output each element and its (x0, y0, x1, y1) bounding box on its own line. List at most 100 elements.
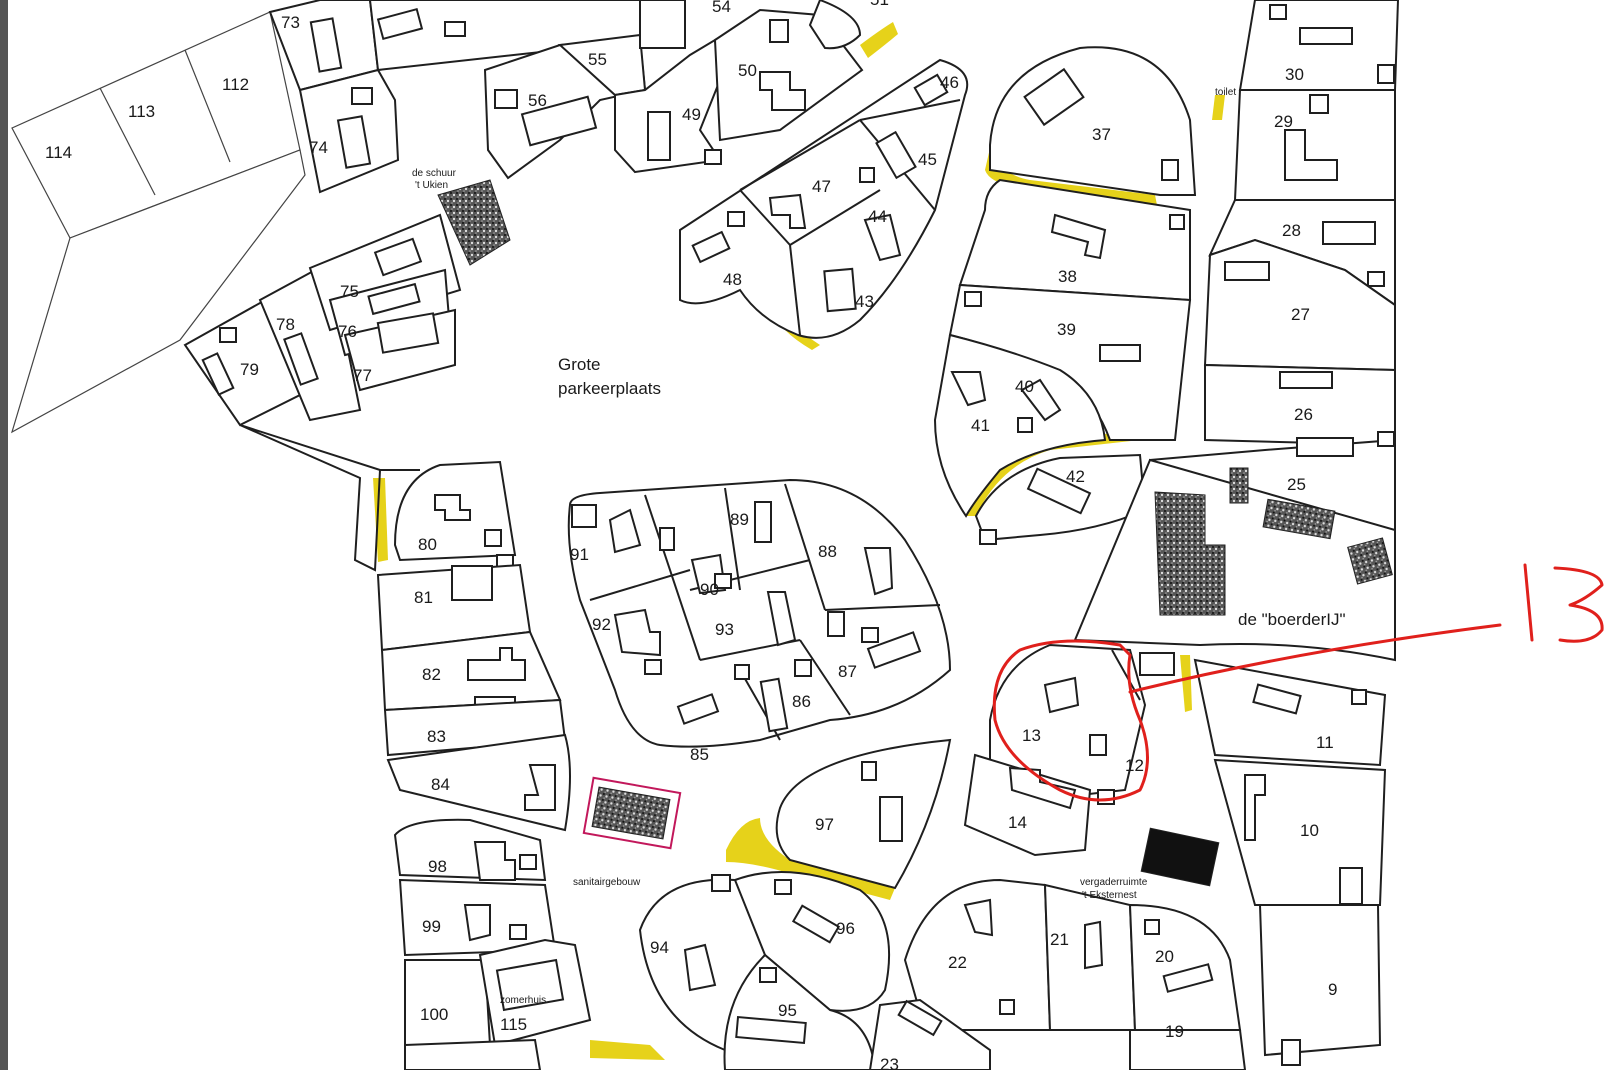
lot-number: 97 (815, 815, 834, 834)
right-column (1149, 0, 1400, 531)
lot-number: 96 (836, 919, 855, 938)
lot-number: 14 (1008, 813, 1027, 832)
lot-number: 21 (1050, 930, 1069, 949)
boerderij-area (1073, 458, 1396, 662)
lot-number: 77 (353, 366, 372, 385)
lot-number: 48 (723, 270, 742, 289)
lot-number: 114 (45, 143, 72, 162)
lot-number: 23 (880, 1055, 899, 1070)
lot-number: 44 (868, 207, 887, 226)
parking-label-line1: Grote (558, 355, 601, 374)
left-column (239, 424, 571, 832)
lot-number: 29 (1274, 112, 1293, 131)
shed-3 (1347, 537, 1393, 585)
lot-number: 55 (588, 50, 607, 69)
lot-number: 98 (428, 857, 447, 876)
lot-number: 84 (431, 775, 450, 794)
lot-number: 73 (281, 13, 300, 32)
lot-number: 115 (500, 1015, 527, 1034)
toilet-label: toilet (1215, 87, 1236, 98)
lot-number: 95 (778, 1001, 797, 1020)
red-annotation (992, 563, 1604, 802)
lot-number: 26 (1294, 405, 1313, 424)
lot-numbers: 114 113 112 73 74 54 55 56 50 49 51 46 4… (45, 0, 1337, 1070)
south-cluster (868, 878, 1382, 1070)
shed-1 (1229, 467, 1249, 504)
lot-number: 38 (1058, 267, 1077, 286)
boerderij-building (1154, 491, 1226, 616)
lot-number: 30 (1285, 65, 1304, 84)
lot-97-shed (861, 761, 877, 781)
sanitair-building (591, 786, 671, 840)
lot-number: 19 (1165, 1022, 1184, 1041)
lot-number: 22 (948, 953, 967, 972)
lot-number: 13 (1022, 726, 1041, 745)
lower-left (393, 818, 592, 1070)
lot-number: 74 (309, 138, 328, 157)
lot-number: 42 (1066, 467, 1085, 486)
lot-number: 83 (427, 727, 446, 746)
lot-number: 78 (276, 315, 295, 334)
lot-number: 45 (918, 150, 937, 169)
lot-number: 46 (940, 73, 959, 92)
lots-94-96 (638, 871, 891, 1070)
lot-number: 50 (738, 61, 757, 80)
vergader-label-line1: vergaderruimte (1080, 877, 1148, 888)
lot-number: 39 (1057, 320, 1076, 339)
lot-number: 113 (128, 102, 155, 121)
west-cluster (183, 179, 511, 427)
upper-left-lots (268, 0, 686, 194)
lot-number: 89 (730, 510, 749, 529)
lot-number: 80 (418, 535, 437, 554)
lot-number: 47 (812, 177, 831, 196)
east-lots (963, 643, 1387, 906)
central-cluster (567, 478, 952, 748)
lot-number: 27 (1291, 305, 1310, 324)
schuur-building (437, 179, 511, 266)
lot-number: 91 (570, 545, 589, 564)
lot-number: 10 (1300, 821, 1319, 840)
lot-number: 37 (1092, 125, 1111, 144)
boerderij-label: de "boerderIJ" (1238, 610, 1346, 629)
lot-number: 11 (1316, 733, 1334, 752)
map-labels: Grote parkeerplaats de schuur 't Ukien t… (412, 87, 1346, 1006)
lot-number: 88 (818, 542, 837, 561)
lot-number: 49 (682, 105, 701, 124)
vergader-building (1140, 827, 1220, 887)
lot-97-building (879, 796, 903, 842)
lot-number: 9 (1328, 980, 1337, 999)
lot-number: 86 (792, 692, 811, 711)
lot-number: 92 (592, 615, 611, 634)
vergader-label-line2: 't Eksternest (1082, 890, 1137, 901)
lot-number: 12 (1125, 756, 1144, 775)
sanitair-label: sanitairgebouw (573, 877, 641, 888)
lot-number: 90 (700, 580, 719, 599)
lot-number: 100 (420, 1005, 448, 1024)
lot-number: 40 (1015, 377, 1034, 396)
lot-number: 54 (712, 0, 731, 16)
right-cluster (933, 46, 1197, 545)
lot-number: 87 (838, 662, 857, 681)
field-lots (11, 11, 306, 434)
lot-number: 112 (222, 75, 249, 94)
lot-number: 51 (870, 0, 889, 9)
triangle-cluster (679, 58, 969, 339)
lot-number: 81 (414, 588, 433, 607)
lot-number: 79 (240, 360, 259, 379)
parking-label-line2: parkeerplaats (558, 379, 661, 398)
schuur-label-line1: de schuur (412, 168, 457, 179)
schuur-label-line2: 't Ukien (415, 180, 448, 191)
window-left-edge (0, 0, 8, 1070)
lot-number: 94 (650, 938, 669, 957)
sanitair (582, 776, 682, 850)
zomerhuis-label: zomerhuis (500, 995, 546, 1006)
lot-number: 56 (528, 91, 547, 110)
field-lower (11, 149, 306, 434)
lot-number: 85 (690, 745, 709, 764)
lots-49-51 (614, 0, 864, 174)
shed-2 (1262, 498, 1336, 540)
lot-number: 28 (1282, 221, 1301, 240)
lot-number: 76 (338, 322, 357, 341)
lot-number: 93 (715, 620, 734, 639)
